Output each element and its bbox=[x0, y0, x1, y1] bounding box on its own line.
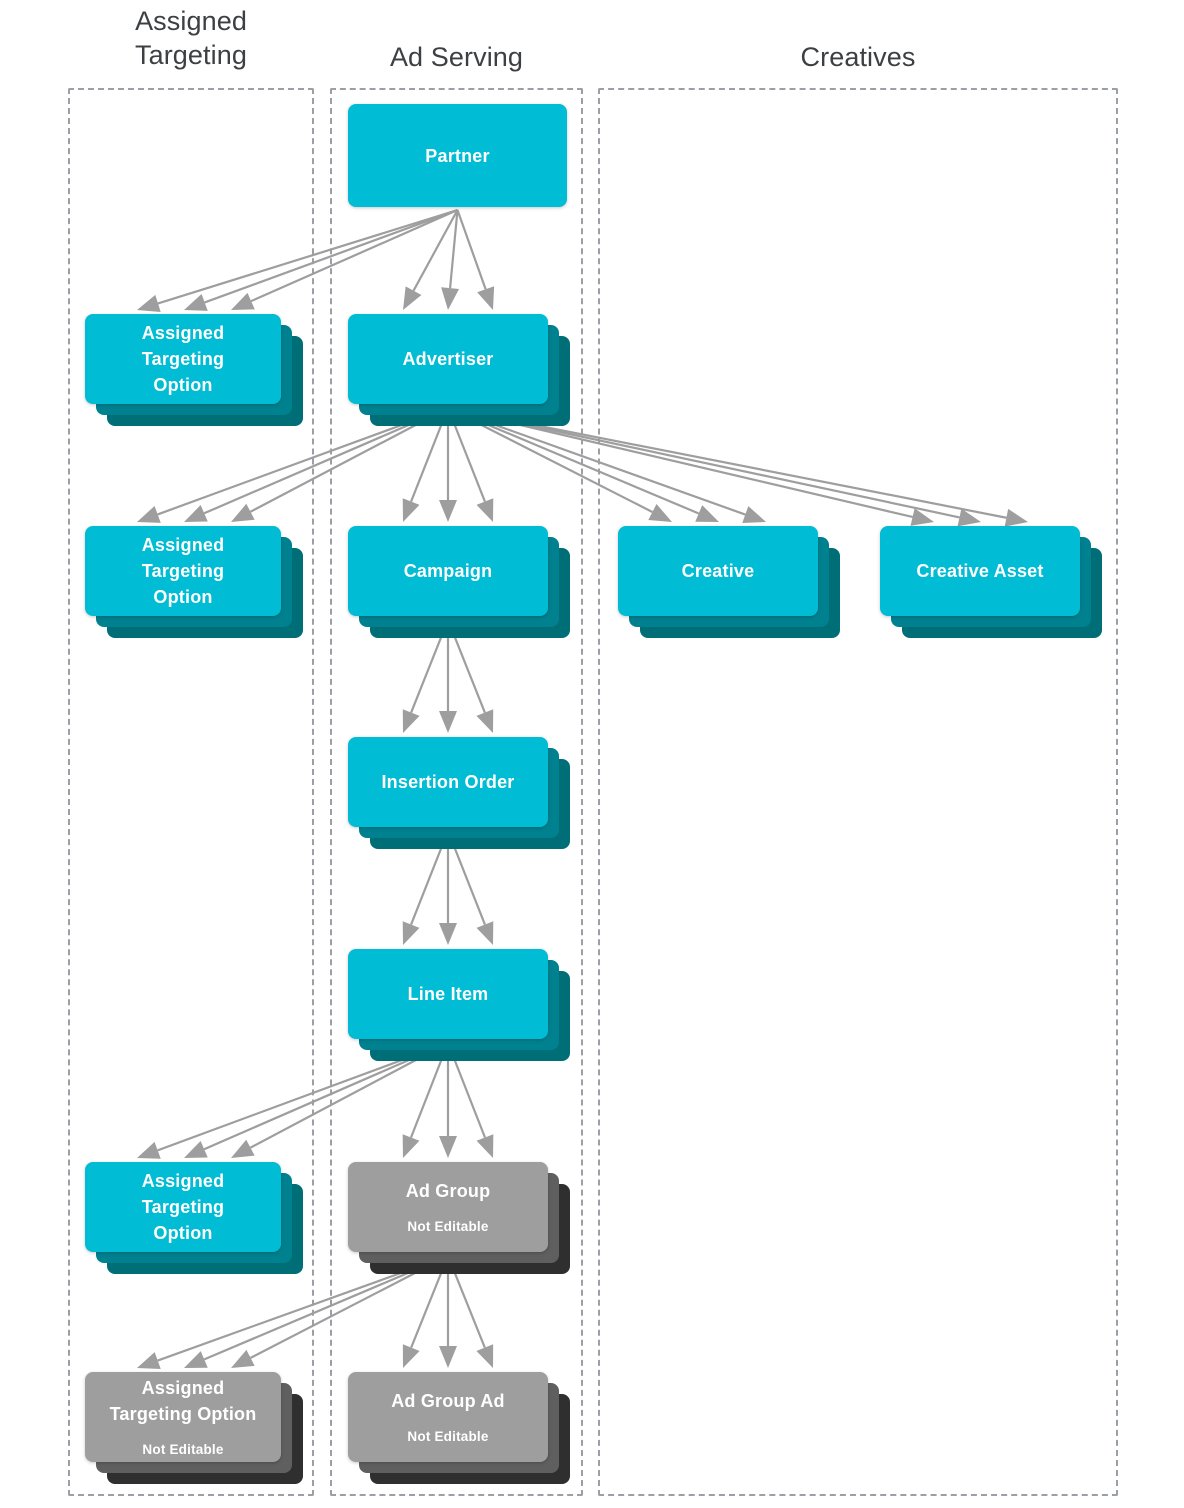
node-label-creative-asset: Creative Asset bbox=[916, 561, 1044, 581]
node-badge-not-editable-assigned-targeting-option-ad-group: Not Editable bbox=[142, 1442, 224, 1457]
swimlane-creatives bbox=[598, 88, 1118, 1496]
node-label-campaign: Campaign bbox=[403, 561, 493, 581]
node-label-assigned-targeting-option-advertiser: Assigned Targeting Option bbox=[141, 535, 225, 607]
node-assigned-targeting-option-line-item[interactable]: Assigned Targeting Option bbox=[85, 1162, 303, 1274]
node-card-campaign[interactable]: Campaign bbox=[348, 526, 548, 616]
node-card-creative[interactable]: Creative bbox=[618, 526, 818, 616]
node-label-ad-group: Ad Group bbox=[405, 1181, 491, 1201]
column-title-creatives: Creatives bbox=[800, 42, 916, 72]
node-card-creative-asset[interactable]: Creative Asset bbox=[880, 526, 1080, 616]
node-card-ad-group-ad[interactable]: Ad Group Ad Not Editable bbox=[348, 1372, 548, 1462]
node-advertiser[interactable]: Advertiser bbox=[348, 314, 570, 426]
node-label-line-item: Line Item bbox=[407, 984, 489, 1004]
column-title-assigned-targeting: Assigned Targeting bbox=[135, 6, 247, 70]
node-badge-not-editable-ad-group: Not Editable bbox=[407, 1219, 489, 1234]
node-creative-asset[interactable]: Creative Asset bbox=[880, 526, 1102, 638]
node-badge-not-editable-ad-group-ad: Not Editable bbox=[407, 1429, 489, 1444]
swimlane-ad-serving bbox=[330, 88, 583, 1496]
node-campaign[interactable]: Campaign bbox=[348, 526, 570, 638]
node-partner[interactable]: Partner bbox=[348, 104, 567, 207]
column-title-ad-serving: Ad Serving bbox=[389, 42, 524, 72]
node-card-line-item[interactable]: Line Item bbox=[348, 949, 548, 1039]
node-creative[interactable]: Creative bbox=[618, 526, 840, 638]
node-card-partner[interactable]: Partner bbox=[348, 104, 567, 207]
node-label-advertiser: Advertiser bbox=[402, 349, 494, 369]
node-assigned-targeting-option-advertiser[interactable]: Assigned Targeting Option bbox=[85, 526, 303, 638]
node-card-assigned-targeting-option-partner[interactable]: Assigned Targeting Option bbox=[85, 314, 281, 404]
node-label-insertion-order: Insertion Order bbox=[381, 772, 515, 792]
node-card-insertion-order[interactable]: Insertion Order bbox=[348, 737, 548, 827]
node-label-assigned-targeting-option-ad-group: Assigned Targeting Option bbox=[109, 1378, 257, 1424]
node-label-assigned-targeting-option-partner: Assigned Targeting Option bbox=[141, 323, 225, 395]
node-card-advertiser[interactable]: Advertiser bbox=[348, 314, 548, 404]
node-label-ad-group-ad: Ad Group Ad bbox=[391, 1391, 505, 1411]
swimlane-assigned-targeting bbox=[68, 88, 314, 1496]
node-label-creative: Creative bbox=[681, 561, 755, 581]
node-insertion-order[interactable]: Insertion Order bbox=[348, 737, 570, 849]
node-ad-group-ad[interactable]: Ad Group Ad Not Editable bbox=[348, 1372, 570, 1484]
node-line-item[interactable]: Line Item bbox=[348, 949, 570, 1061]
node-assigned-targeting-option-partner[interactable]: Assigned Targeting Option bbox=[85, 314, 303, 426]
node-label-assigned-targeting-option-line-item: Assigned Targeting Option bbox=[141, 1171, 225, 1243]
node-card-assigned-targeting-option-line-item[interactable]: Assigned Targeting Option bbox=[85, 1162, 281, 1252]
node-card-assigned-targeting-option-advertiser[interactable]: Assigned Targeting Option bbox=[85, 526, 281, 616]
node-label-partner: Partner bbox=[425, 145, 490, 166]
